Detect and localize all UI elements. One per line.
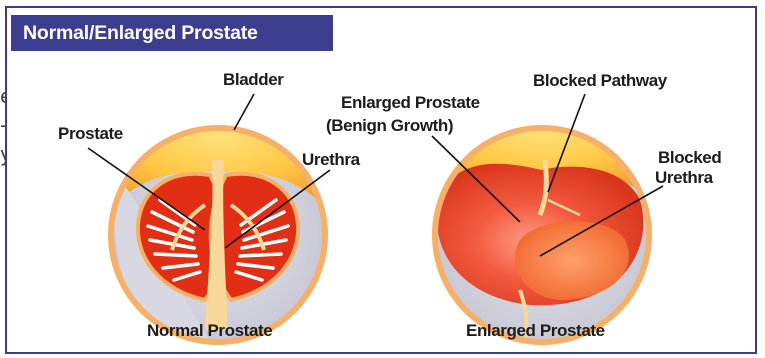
leader-bladder xyxy=(234,94,254,130)
label-enlarged-prostate-line1: Enlarged Prostate xyxy=(341,93,480,112)
label-urethra: Urethra xyxy=(302,150,361,169)
label-blocked-pathway: Blocked Pathway xyxy=(533,71,668,90)
caption-normal-prostate: Normal Prostate xyxy=(147,321,272,340)
caption-enlarged-prostate: Enlarged Prostate xyxy=(466,321,605,340)
label-enlarged-prostate-line2: (Benign Growth) xyxy=(326,116,453,135)
normal-prostate-illustration xyxy=(105,101,335,345)
label-blocked-urethra-line1: Blocked xyxy=(658,148,721,167)
label-prostate: Prostate xyxy=(58,124,123,143)
label-bladder: Bladder xyxy=(223,70,284,89)
label-blocked-urethra-line2: Urethra xyxy=(655,168,714,187)
enlarged-prostate-illustration xyxy=(430,101,655,345)
